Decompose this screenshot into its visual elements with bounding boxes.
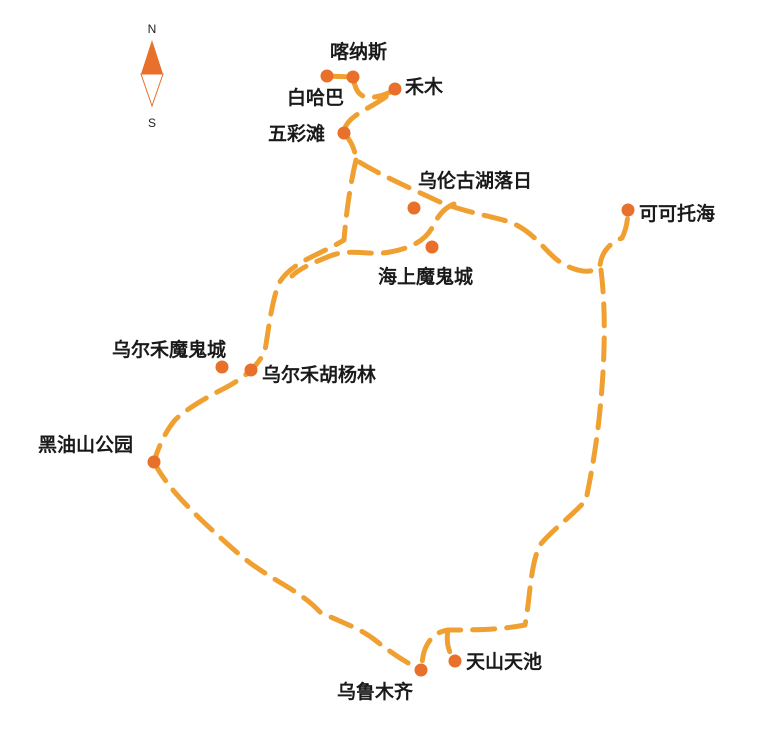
marker-tianshan-tianchi[interactable]	[448, 654, 462, 668]
marker-wucaitan[interactable]	[337, 126, 351, 140]
compass-north-arrow	[141, 40, 163, 74]
stop-markers	[147, 69, 635, 677]
marker-baihaba[interactable]	[320, 69, 334, 83]
marker-urumqi[interactable]	[414, 663, 428, 677]
route-heiyoushan-urumqi	[151, 459, 424, 673]
route-haishang-link	[289, 201, 457, 279]
compass-north-label: N	[148, 22, 157, 36]
marker-urho-poplar-forest[interactable]	[244, 363, 258, 377]
label-hemu: 禾木	[405, 75, 444, 98]
label-urumqi: 乌鲁木齐	[337, 680, 414, 703]
marker-urho-devil-city[interactable]	[215, 360, 229, 374]
compass-south-arrow	[140, 73, 164, 108]
route-kanas-hemu-wucaitan	[341, 74, 398, 136]
compass: N S	[140, 22, 164, 130]
label-wulungu-lake: 乌伦古湖落日	[418, 169, 532, 192]
label-wucaitan: 五彩滩	[268, 122, 325, 145]
route-network	[151, 73, 631, 673]
route-tianchi-spur	[444, 627, 458, 663]
place-labels: 喀纳斯 白哈巴 禾木 五彩滩 乌伦古湖落日 海上魔鬼城 可可托海 乌尔禾魔鬼城 …	[38, 40, 715, 703]
marker-heiyoushan-park[interactable]	[147, 455, 161, 469]
label-haishang-devil-city: 海上魔鬼城	[378, 265, 473, 288]
marker-wulungu-lake[interactable]	[407, 201, 421, 215]
marker-hemu[interactable]	[388, 82, 402, 96]
label-urho-devil-city: 乌尔禾魔鬼城	[112, 338, 226, 361]
label-heiyoushan-park: 黑油山公园	[38, 434, 133, 456]
label-kanas: 喀纳斯	[330, 40, 387, 63]
marker-kanas[interactable]	[346, 70, 360, 84]
compass-south-label: S	[148, 116, 156, 130]
route-wucaitan-heiyoushan	[151, 157, 359, 465]
label-tianshan-tianchi: 天山天池	[466, 650, 542, 673]
marker-keketuohai[interactable]	[621, 203, 635, 217]
label-baihaba: 白哈巴	[287, 86, 344, 109]
route-keketuohai-urumqi	[418, 267, 607, 673]
label-urho-poplar-forest: 乌尔禾胡杨林	[262, 363, 376, 386]
route-wucaitan-keketuohai	[341, 130, 631, 274]
marker-haishang-devil-city[interactable]	[425, 240, 439, 254]
label-keketuohai: 可可托海	[639, 202, 715, 225]
